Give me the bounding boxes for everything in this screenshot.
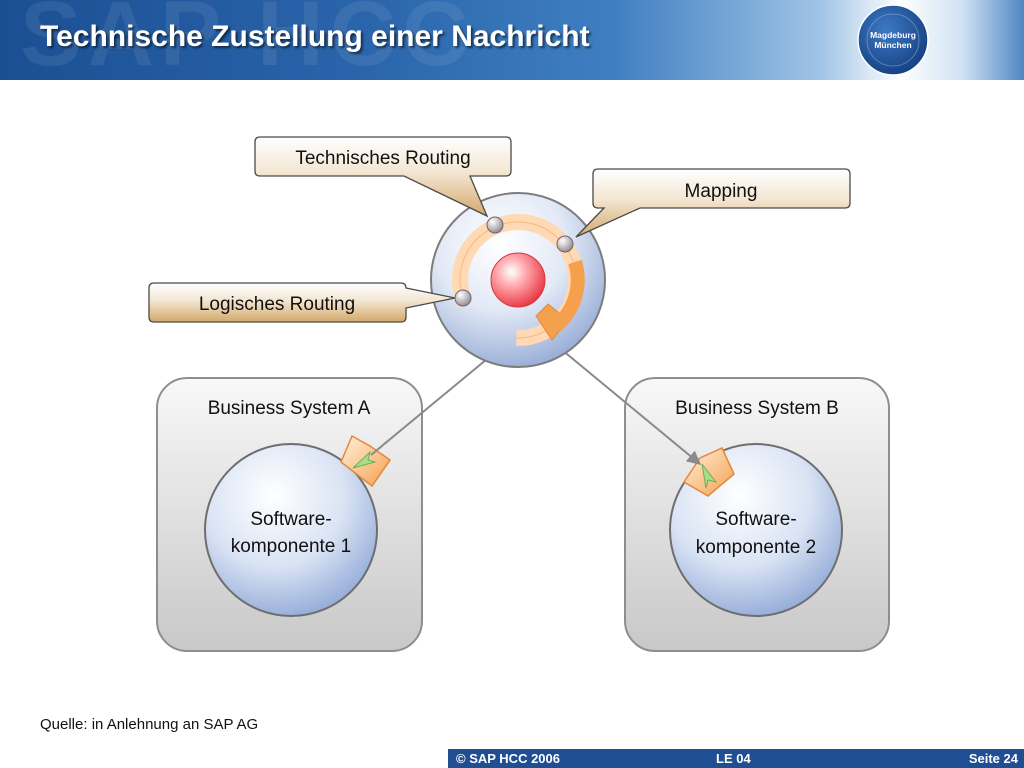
seal-line-1: Magdeburg: [870, 30, 916, 40]
source-note: Quelle: in Anlehnung an SAP AG: [40, 716, 259, 733]
business-system-a: Business System A Software- komponente 1: [156, 377, 423, 652]
business-system-a-title: Business System A: [208, 398, 371, 419]
arrow-hub-to-system-b: [555, 344, 702, 465]
business-system-b: Business System B Software- komponente 2: [624, 377, 890, 652]
adapter-icon: [340, 434, 392, 488]
software-component-2-line-1: Software-: [715, 509, 796, 530]
integration-engine-icon: [430, 192, 606, 368]
footer-lesson: LE 04: [716, 751, 751, 766]
callout-technical-routing-label: Technisches Routing: [295, 148, 470, 169]
software-component-2-line-2: komponente 2: [696, 537, 816, 558]
software-component-1-line-2: komponente 1: [231, 536, 351, 557]
page-title: Technische Zustellung einer Nachricht: [40, 20, 590, 53]
callout-mapping: Mapping: [575, 168, 851, 238]
software-component-1: [204, 443, 378, 617]
callout-mapping-label: Mapping: [685, 181, 758, 202]
footer-page-number: Seite 24: [968, 751, 1018, 766]
seal-icon: Magdeburg München: [857, 4, 929, 76]
software-component-1-line-1: Software-: [250, 509, 331, 530]
callout-logical-routing-label: Logisches Routing: [199, 294, 355, 315]
callout-technical-routing: Technisches Routing: [254, 136, 512, 218]
business-system-b-title: Business System B: [675, 398, 839, 419]
footer-bar: © SAP HCC 2006 LE 04 Seite 24: [448, 749, 1024, 768]
seal-line-2: München: [874, 40, 911, 50]
header-banner: SAP HCC Technische Zustellung einer Nach…: [0, 0, 1024, 80]
header-watermark: SAP HCC: [20, 0, 475, 80]
footer-copyright: © SAP HCC 2006: [456, 751, 560, 766]
callout-logical-routing: Logisches Routing: [148, 282, 456, 323]
